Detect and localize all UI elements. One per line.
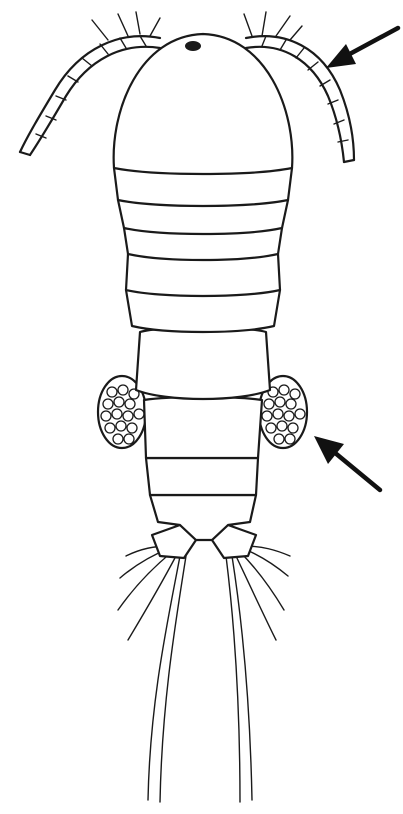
cephalothorax — [114, 34, 293, 174]
genital-segment — [136, 328, 270, 400]
prosome-segments — [114, 164, 292, 333]
naupliar-eye — [185, 41, 201, 51]
caudal-setae — [118, 546, 290, 802]
arrow-egg-sac — [314, 436, 380, 490]
urosome — [144, 397, 262, 540]
arrow-antenna — [326, 28, 398, 68]
